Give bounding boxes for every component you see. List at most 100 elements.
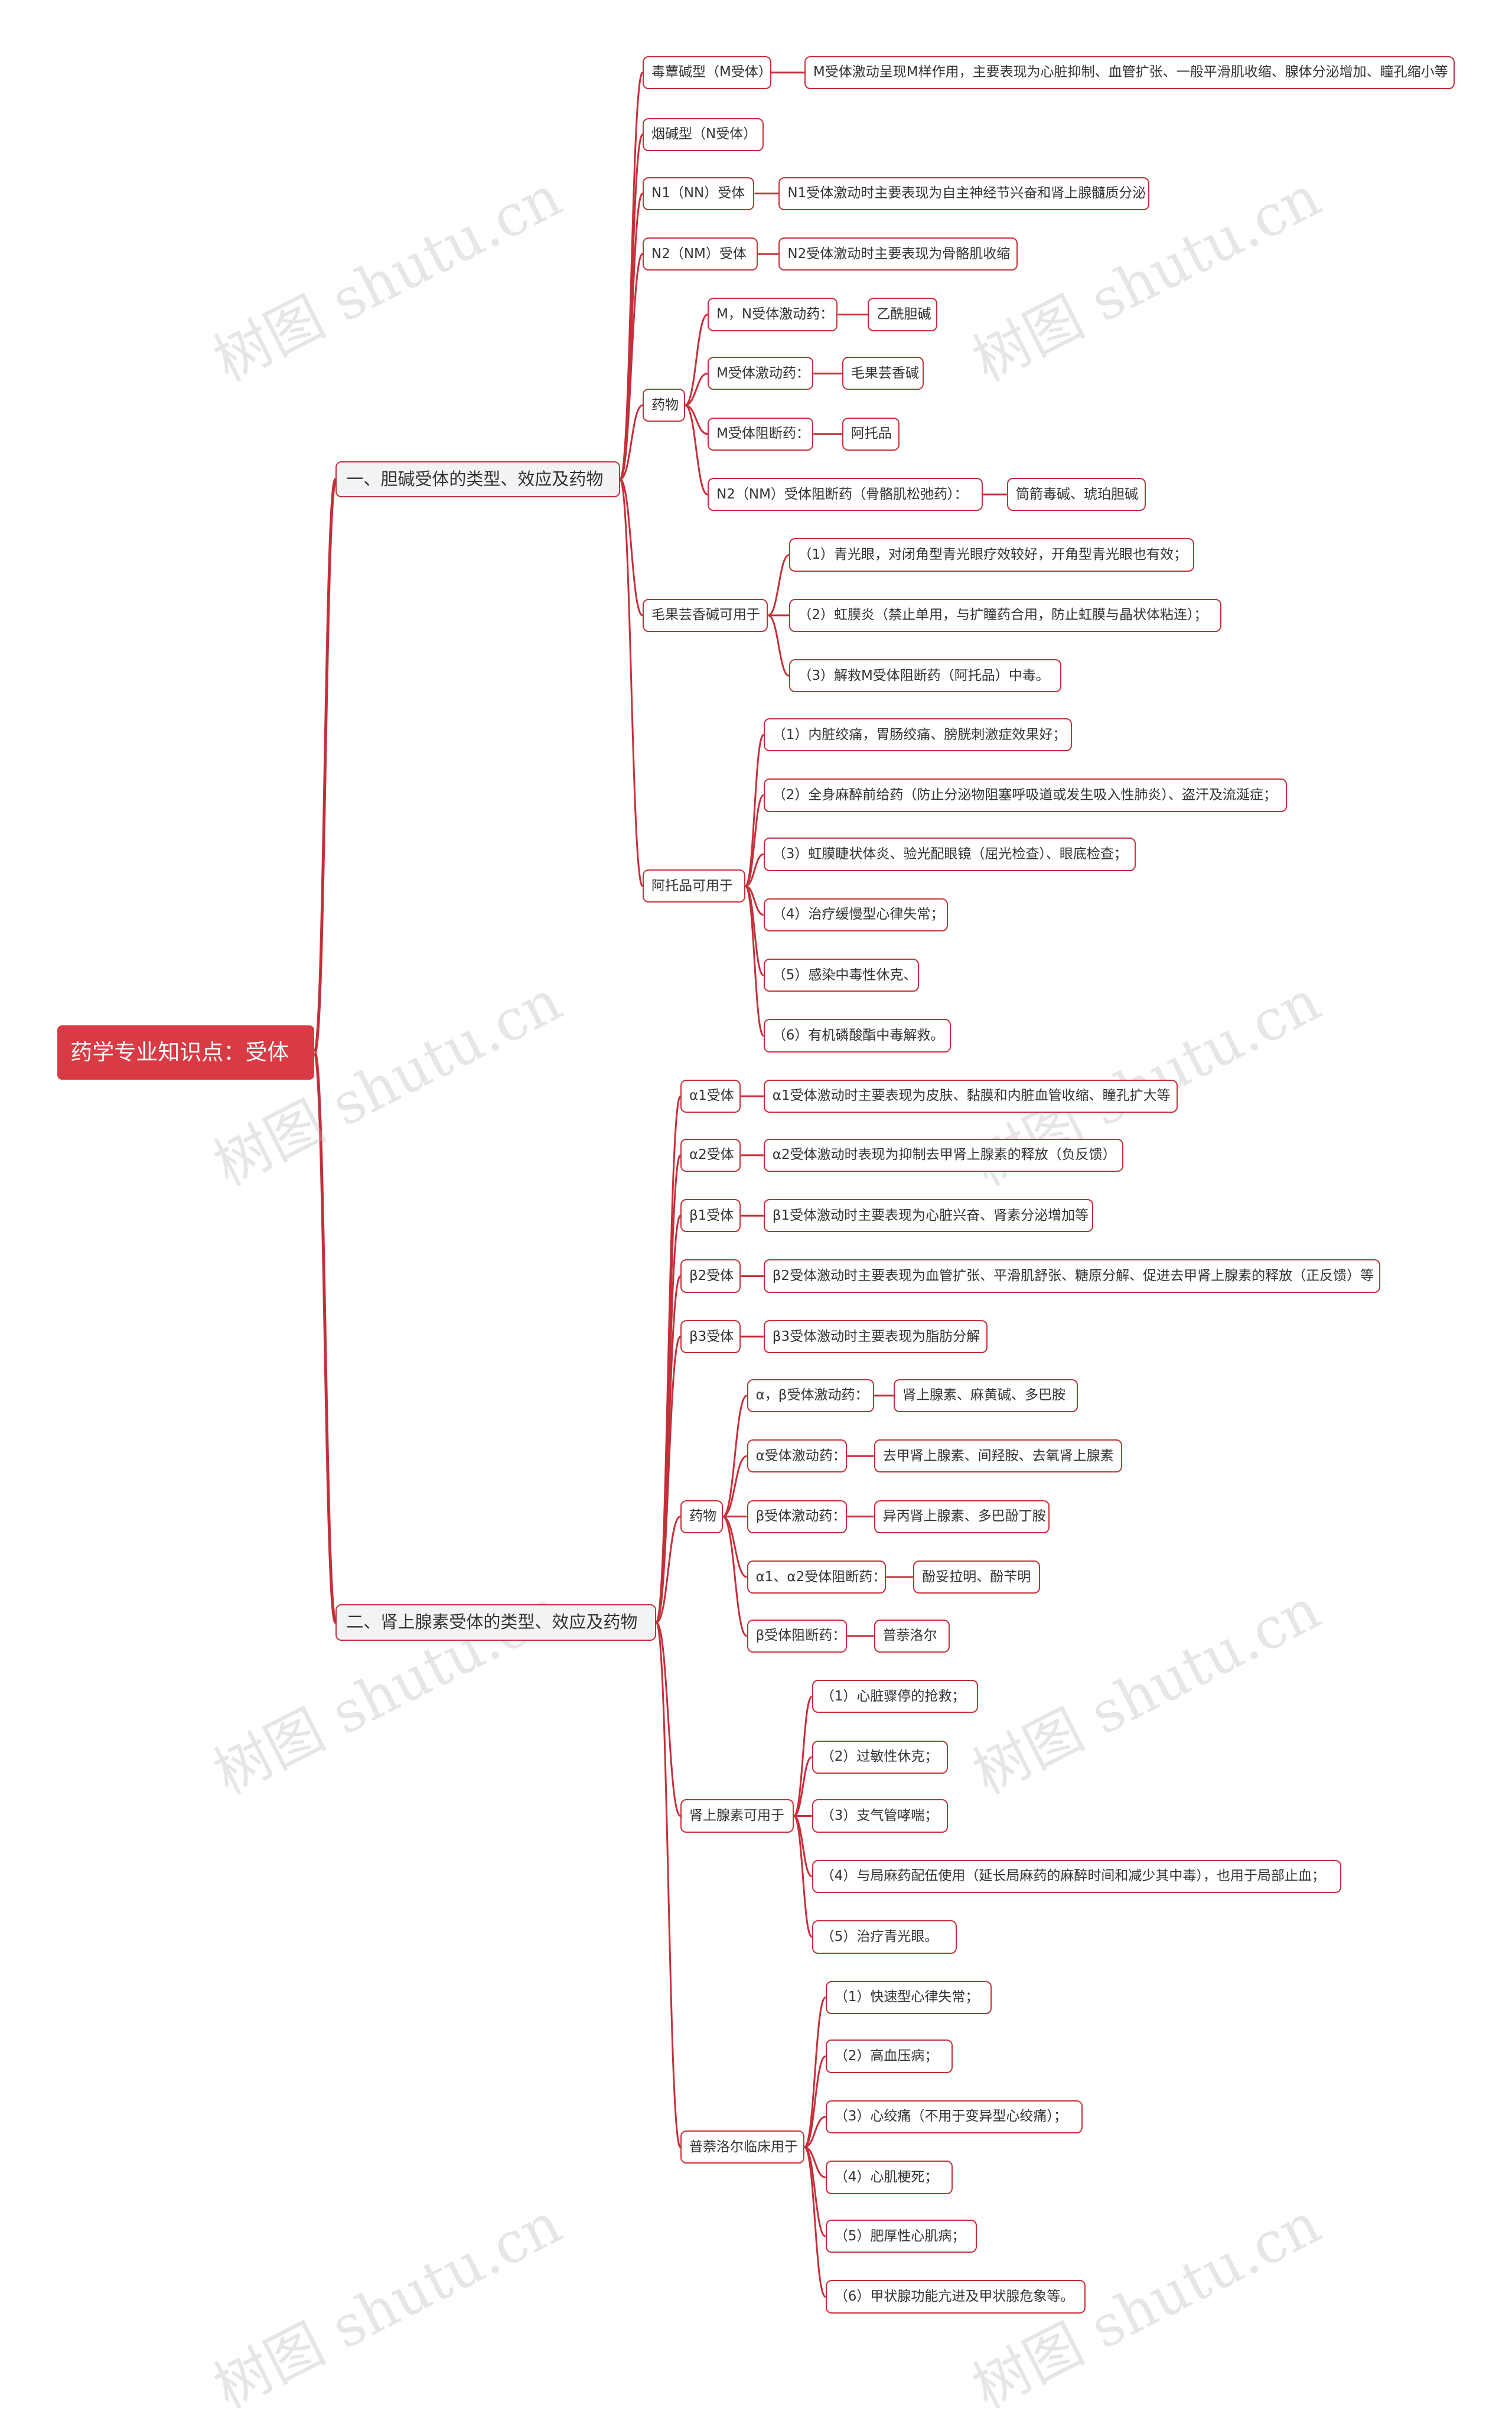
topic-node-0-4-3[interactable]: N2（NM）受体阻断药（骨骼肌松弛药）： bbox=[708, 477, 983, 511]
topic-node-1-5-1-0[interactable]: 去甲肾上腺素、间羟胺、去氧肾上腺素 bbox=[874, 1439, 1122, 1473]
connector-1-6-1 bbox=[793, 1756, 813, 1817]
connector-1-7-3 bbox=[804, 2146, 826, 2178]
connector-0-5 bbox=[619, 478, 643, 617]
connector-1-5-0 bbox=[722, 1395, 748, 1518]
topic-node-1-5-4-0[interactable]: 普萘洛尔 bbox=[874, 1619, 950, 1653]
topic-node-1-7-4[interactable]: （5）肥厚性心肌病； bbox=[825, 2220, 977, 2253]
topic-node-1-7[interactable]: 普萘洛尔临床用于 bbox=[680, 2130, 804, 2164]
connector-1-6-0 bbox=[793, 1695, 813, 1817]
topic-node-1-3[interactable]: β2受体 bbox=[680, 1259, 741, 1293]
topic-node-0-4-2[interactable]: M受体阻断药： bbox=[708, 417, 814, 451]
topic-node-1-4[interactable]: β3受体 bbox=[680, 1319, 741, 1354]
connector-1 bbox=[313, 1051, 337, 1624]
connector-0-6-5 bbox=[744, 885, 765, 1037]
topic-node-0-5[interactable]: 毛果芸香碱可用于 bbox=[643, 598, 768, 633]
mindmap-connectors bbox=[313, 71, 1007, 2298]
topic-node-1-7-1[interactable]: （2）高血压病； bbox=[825, 2039, 953, 2073]
topic-node-1-6-0[interactable]: （1）心脏骤停的抢救； bbox=[812, 1680, 979, 1713]
topic-node-0-4-0[interactable]: M，N受体激动药： bbox=[708, 298, 838, 331]
topic-node-0-4-3-0[interactable]: 筒箭毒碱、琥珀胆碱 bbox=[1006, 477, 1146, 511]
topic-node-1-6-2[interactable]: （3）支气管哮喘； bbox=[812, 1799, 949, 1833]
connector-0-6-1 bbox=[745, 794, 764, 887]
connector-0-4 bbox=[619, 404, 643, 481]
connector-1-6 bbox=[655, 1621, 682, 1817]
topic-node-1[interactable]: 二、肾上腺素受体的类型、效应及药物 bbox=[335, 1604, 657, 1641]
topic-node-1-6[interactable]: 肾上腺素可用于 bbox=[680, 1799, 794, 1833]
topic-node-1-5-2[interactable]: β受体激动药： bbox=[747, 1500, 847, 1533]
topic-node-1-5-0-0[interactable]: 肾上腺素、麻黄碱、多巴胺 bbox=[893, 1379, 1078, 1413]
connector-1-5-1 bbox=[722, 1455, 748, 1518]
topic-node-0-4-1-0[interactable]: 毛果芸香碱 bbox=[842, 357, 924, 390]
topic-node-0-3[interactable]: N2（NM）受体 bbox=[643, 237, 758, 271]
connector-0 bbox=[313, 478, 337, 1054]
connector-0-3 bbox=[619, 253, 644, 481]
connector-0-4-0 bbox=[684, 313, 708, 406]
topic-node-0-0-0[interactable]: M受体激动呈现M样作用，主要表现为心脏抑制、血管扩张、一般平滑肌收缩、腺体分泌增… bbox=[804, 56, 1455, 90]
topic-node-1-1[interactable]: α2受体 bbox=[680, 1138, 741, 1172]
connector-1-5-4 bbox=[722, 1516, 748, 1637]
connector-0-4-2 bbox=[685, 404, 708, 435]
connector-0-6-2 bbox=[745, 853, 764, 887]
topic-node-1-4-0[interactable]: β3受体激动时主要表现为脂肪分解 bbox=[763, 1319, 988, 1354]
connector-1-7-5 bbox=[803, 2146, 827, 2298]
topic-node-1-5-4[interactable]: β受体阻断药： bbox=[747, 1619, 847, 1653]
topic-node-0-3-0[interactable]: N2受体激动时主要表现为骨骼肌收缩 bbox=[778, 237, 1018, 271]
topic-node-1-5-0[interactable]: α，β受体激动药： bbox=[747, 1379, 874, 1413]
topic-node-0-6-5[interactable]: （6）有机磷酸酯中毒解救。 bbox=[763, 1019, 951, 1053]
topic-node-0-2[interactable]: N1（NN）受体 bbox=[643, 177, 755, 210]
connector-1-7-1 bbox=[804, 2055, 826, 2148]
topic-node-1-3-0[interactable]: β2受体激动时主要表现为血管扩张、平滑肌舒张、糖原分解、促进去甲肾上腺素的释放（… bbox=[763, 1259, 1381, 1293]
topic-node-1-5-3-0[interactable]: 酚妥拉明、酚苄明 bbox=[913, 1560, 1041, 1594]
connector-0-1 bbox=[619, 133, 644, 481]
topic-node-0-6-3[interactable]: （4）治疗缓慢型心律失常； bbox=[763, 898, 949, 931]
topic-node-0-6-1[interactable]: （2）全身麻醉前给药（防止分泌物阻塞呼吸道或发生吸入性肺炎）、盗汗及流涎症； bbox=[763, 778, 1287, 812]
topic-node-1-6-1[interactable]: （2）过敏性休克； bbox=[812, 1740, 949, 1774]
topic-node-1-5-3[interactable]: α1、α2受体阻断药： bbox=[747, 1560, 887, 1594]
topic-node-1-7-0[interactable]: （1）快速型心律失常； bbox=[825, 1980, 992, 2014]
connector-0-4-3 bbox=[684, 404, 708, 496]
topic-node-0-6-2[interactable]: （3）虹膜睫状体炎、验光配眼镜（屈光检查）、眼底检查； bbox=[763, 838, 1136, 871]
topic-node-1-7-2[interactable]: （3）心绞痛（不用于变异型心绞痛）； bbox=[825, 2100, 1083, 2134]
connector-1-5 bbox=[656, 1516, 681, 1624]
topic-node-1-6-4[interactable]: （5）治疗青光眼。 bbox=[812, 1920, 957, 1954]
topic-node-1-7-3[interactable]: （4）心肌梗死； bbox=[825, 2161, 953, 2194]
topic-node-1-5-2-0[interactable]: 异丙肾上腺素、多巴酚丁胺 bbox=[874, 1500, 1050, 1533]
topic-node-1-7-5[interactable]: （6）甲状腺功能亢进及甲状腺危象等。 bbox=[825, 2280, 1086, 2314]
topic-node-1-2-0[interactable]: β1受体激动时主要表现为心脏兴奋、肾素分泌增加等 bbox=[763, 1199, 1093, 1233]
topic-node-0-1[interactable]: 烟碱型（N受体） bbox=[643, 118, 764, 151]
connector-1-7 bbox=[655, 1621, 682, 2148]
topic-node-1-5-1[interactable]: α受体激动药： bbox=[747, 1439, 847, 1473]
topic-node-1-5[interactable]: 药物 bbox=[680, 1500, 723, 1533]
root-topic[interactable]: 药学专业知识点：受体 bbox=[57, 1025, 315, 1080]
topic-node-0-2-0[interactable]: N1受体激动时主要表现为自主神经节兴奋和肾上腺髓质分泌 bbox=[778, 177, 1149, 210]
connector-0-6 bbox=[619, 478, 644, 887]
topic-node-0-4-0-0[interactable]: 乙酰胆碱 bbox=[868, 298, 938, 331]
connector-0-4-1 bbox=[685, 372, 708, 406]
connector-0-5-2 bbox=[767, 614, 790, 677]
connector-1-7-2 bbox=[804, 2116, 826, 2148]
topic-node-0-4-2-0[interactable]: 阿托品 bbox=[842, 417, 900, 451]
connector-0-5-0 bbox=[767, 554, 790, 617]
topic-node-0-5-0[interactable]: （1）青光眼，对闭角型青光眼疗效较好，开角型青光眼也有效； bbox=[789, 538, 1195, 572]
connector-1-7-0 bbox=[803, 1996, 827, 2148]
topic-node-1-1-0[interactable]: α2受体激动时表现为抑制去甲肾上腺素的释放（负反馈） bbox=[763, 1138, 1124, 1172]
topic-node-1-2[interactable]: β1受体 bbox=[680, 1199, 741, 1233]
topic-node-1-0[interactable]: α1受体 bbox=[680, 1079, 741, 1113]
topic-node-0-4-1[interactable]: M受体激动药： bbox=[708, 357, 814, 390]
topic-node-1-6-3[interactable]: （4）与局麻药配伍使用（延长局麻药的麻醉时间和减少其中毒），也用于局部止血； bbox=[812, 1859, 1341, 1894]
connector-0-6-0 bbox=[744, 734, 765, 887]
topic-node-0-6[interactable]: 阿托品可用于 bbox=[643, 869, 746, 903]
topic-node-1-0-0[interactable]: α1受体激动时主要表现为皮肤、黏膜和内脏血管收缩、瞳孔扩大等 bbox=[763, 1079, 1178, 1113]
topic-node-0-5-2[interactable]: （3）解救M受体阻断药（阿托品）中毒。 bbox=[789, 659, 1062, 693]
topic-node-0-5-1[interactable]: （2）虹膜炎（禁止单用，与扩瞳药合用，防止虹膜与晶状体粘连）； bbox=[789, 598, 1222, 633]
connector-1-4 bbox=[655, 1335, 682, 1624]
topic-node-0[interactable]: 一、胆碱受体的类型、效应及药物 bbox=[335, 461, 620, 498]
topic-node-0-4[interactable]: 药物 bbox=[643, 388, 685, 422]
topic-node-0-6-0[interactable]: （1）内脏绞痛，胃肠绞痛、膀胱刺激症效果好； bbox=[763, 718, 1073, 752]
connector-1-2 bbox=[655, 1214, 682, 1624]
connector-1-6-4 bbox=[793, 1815, 813, 1938]
connector-0-2 bbox=[619, 193, 644, 481]
topic-node-0-6-4[interactable]: （5）感染中毒性休克、 bbox=[763, 959, 920, 992]
topic-node-0-0[interactable]: 毒蕈碱型（M受体） bbox=[643, 56, 771, 90]
